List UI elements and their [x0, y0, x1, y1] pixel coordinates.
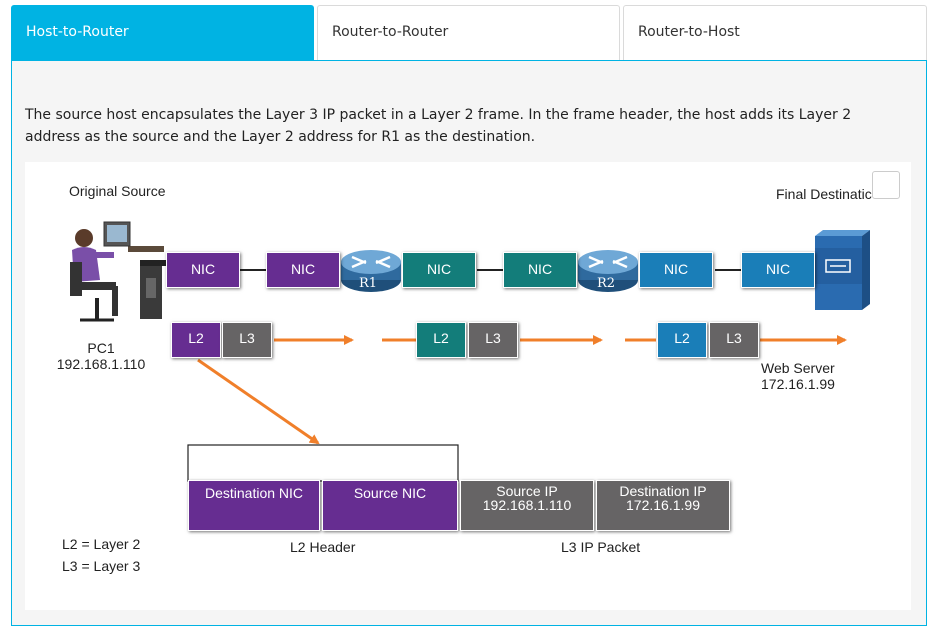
flow-arrows: [197, 335, 847, 445]
tab-label: Host-to-Router: [26, 24, 129, 40]
frame-destination-nic: Destination NIC: [188, 480, 320, 531]
pc1-name: PC1: [87, 340, 115, 356]
packet-2-l2: L2: [416, 322, 466, 358]
legend-l3: L3 = Layer 3: [62, 558, 141, 574]
diagram-figure: [25, 162, 911, 610]
tab-router-to-router[interactable]: Router-to-Router: [317, 5, 620, 60]
l2-header-bracket: [187, 444, 459, 482]
nic-pc1: NIC: [166, 252, 240, 288]
tab-label: Router-to-Host: [638, 24, 740, 40]
original-source-label: Original Source: [69, 183, 166, 199]
zoom-button[interactable]: [872, 171, 900, 199]
frame-source-nic-label: Source NIC: [353, 485, 427, 501]
frame-destination-nic-label: Destination NIC: [204, 485, 304, 501]
l3-packet-label: L3 IP Packet: [561, 539, 641, 555]
legend-l2: L2 = Layer 2: [62, 536, 141, 552]
packet-2-l3: L3: [468, 322, 518, 358]
nic-r1-right: NIC: [402, 252, 476, 288]
router-r2-label: R2: [597, 276, 616, 291]
tab-router-to-host[interactable]: Router-to-Host: [623, 5, 927, 60]
server-name: Web Server: [761, 360, 835, 376]
arrow-to-frame: [197, 358, 320, 445]
frame-source-ip-label: Source IP: [496, 483, 558, 499]
server-icon: [815, 230, 870, 310]
router-r1-label: R1: [359, 276, 378, 291]
pc-icon: [70, 221, 168, 322]
nic-r1-left: NIC: [266, 252, 340, 288]
router-r1-icon: [341, 250, 401, 292]
frame-source-ip-value: 192.168.1.110: [482, 497, 572, 513]
description-text: The source host encapsulates the Layer 3…: [25, 107, 852, 145]
nic-server: NIC: [741, 252, 815, 288]
router-r2-icon: [578, 250, 638, 292]
frame-destination-ip-value: 172.16.1.99: [626, 497, 700, 513]
tab-host-to-router[interactable]: Host-to-Router: [11, 5, 314, 60]
packet-3-l2: L2: [657, 322, 707, 358]
server-ip: 172.16.1.99: [761, 376, 835, 392]
final-destination-label: Final Destinatic: [776, 186, 872, 202]
frame-destination-ip: Destination IP 172.16.1.99: [596, 480, 730, 531]
pc1-ip: 192.168.1.110: [56, 356, 146, 372]
l2-header-label: L2 Header: [290, 539, 356, 555]
frame-source-ip: Source IP 192.168.1.110: [460, 480, 594, 531]
nic-r2-right: NIC: [639, 252, 713, 288]
frame-destination-ip-label: Destination IP: [619, 483, 707, 499]
packet-1-l2: L2: [171, 322, 221, 358]
frame-source-nic: Source NIC: [322, 480, 458, 531]
packet-1-l3: L3: [222, 322, 272, 358]
tab-label: Router-to-Router: [332, 24, 449, 40]
nic-r2-left: NIC: [503, 252, 577, 288]
packet-3-l3: L3: [709, 322, 759, 358]
